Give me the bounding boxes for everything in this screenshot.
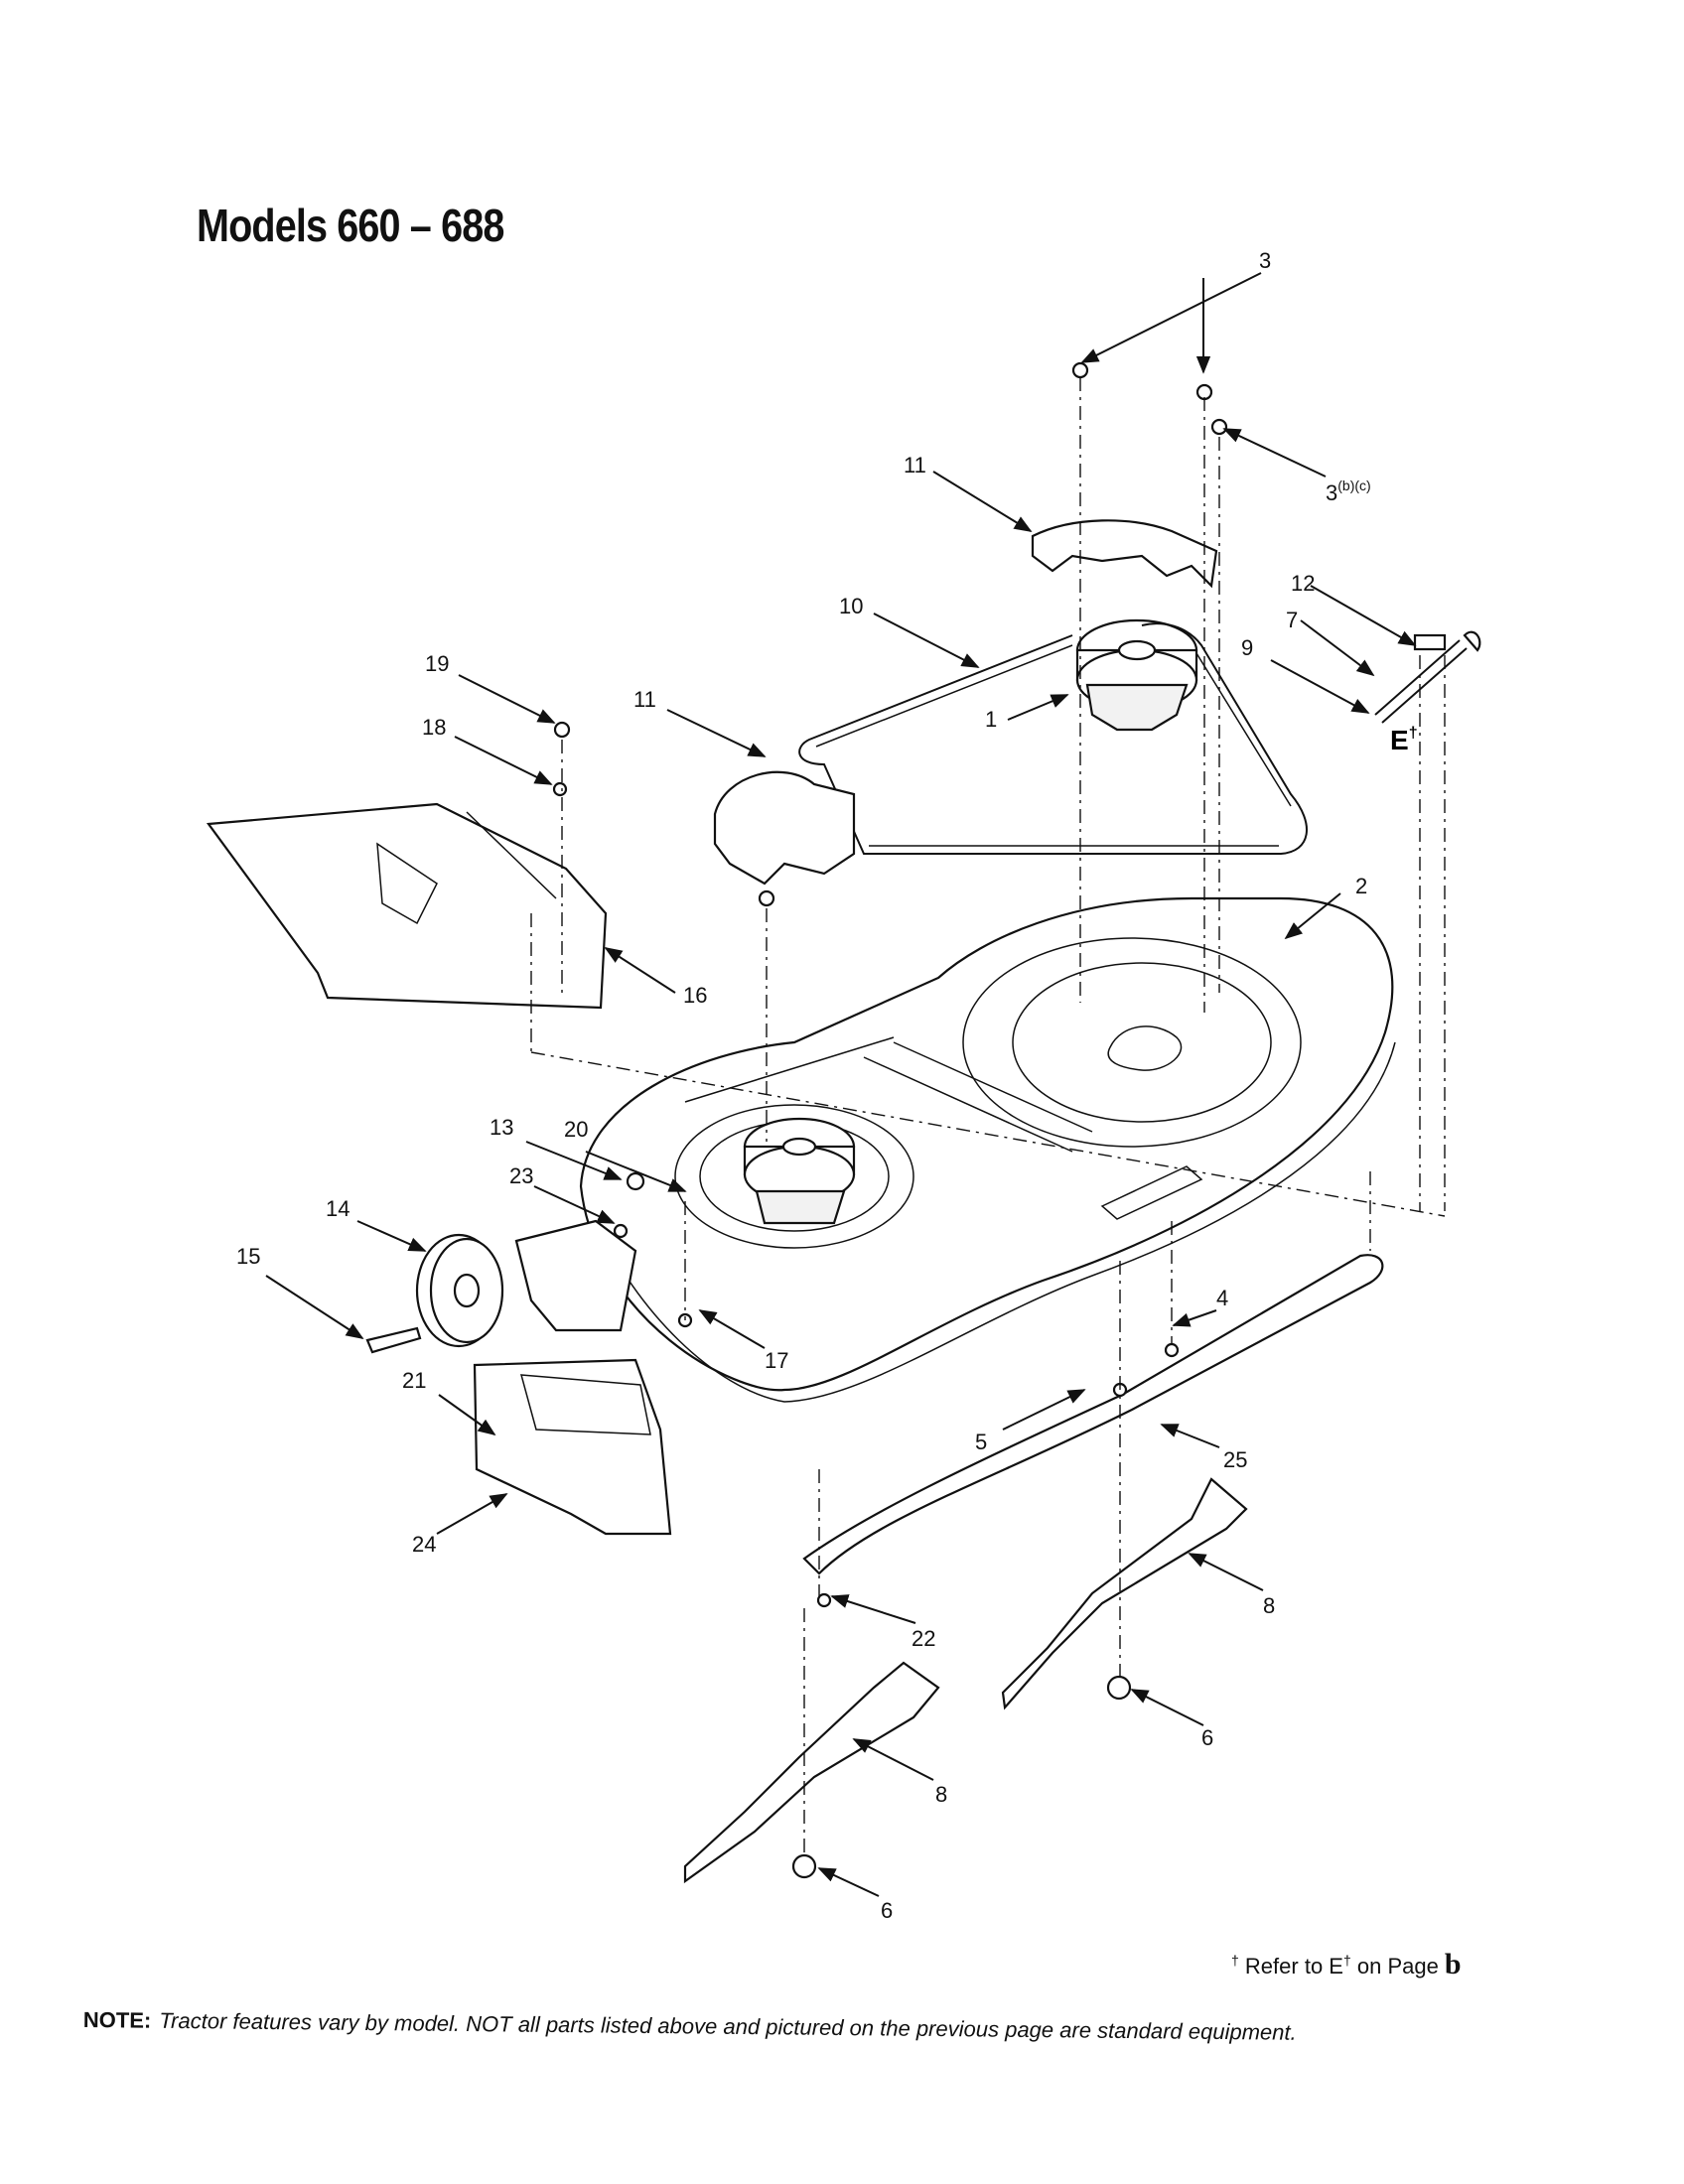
blade-left	[683, 1661, 940, 1884]
spindle-pulley-right	[1075, 618, 1198, 732]
callout-24: 24	[412, 1532, 436, 1557]
callout-22: 22	[912, 1626, 935, 1651]
callout-16: 16	[683, 983, 707, 1008]
callout-7: 7	[1286, 608, 1298, 632]
callout-12: 12	[1291, 571, 1315, 596]
callout-2: 2	[1355, 874, 1367, 898]
callout-3: 3	[1259, 248, 1271, 273]
callout-23: 23	[509, 1163, 533, 1188]
shoulder-bolt	[365, 1326, 422, 1354]
mower-deck-shell	[579, 896, 1396, 1403]
callout-20: 20	[564, 1117, 588, 1142]
e-dagger-marker: E†	[1390, 725, 1418, 755]
callout-6-left: 6	[881, 1898, 893, 1923]
callout-11-front: 11	[633, 687, 656, 712]
callout-1: 1	[985, 707, 997, 732]
callout-8-left: 8	[935, 1782, 947, 1807]
belt-cover-rear	[1031, 519, 1218, 589]
callout-15: 15	[236, 1244, 260, 1269]
leader-arrows	[265, 272, 1417, 1897]
callout-9: 9	[1241, 635, 1253, 660]
blade-baffle	[802, 1254, 1384, 1575]
callout-8-right: 8	[1263, 1593, 1275, 1618]
callout-6-right: 6	[1201, 1725, 1213, 1750]
drive-belt	[798, 622, 1308, 855]
callout-10: 10	[839, 594, 863, 618]
blade-right	[1001, 1477, 1248, 1710]
callout-14: 14	[326, 1196, 350, 1221]
alignment-lines	[530, 377, 1446, 1856]
callout-3-bc: 3(b)(c)	[1326, 478, 1371, 505]
callout-5: 5	[975, 1430, 987, 1454]
callout-13: 13	[490, 1115, 513, 1140]
spindle-pulley-left	[743, 1117, 856, 1225]
discharge-chute	[206, 802, 608, 1010]
deck-lift-rod	[1374, 630, 1481, 724]
callout-18: 18	[422, 715, 446, 740]
wheel-bracket	[514, 1219, 637, 1332]
gauge-wheel	[415, 1233, 504, 1348]
belt-cover-front	[713, 770, 856, 886]
callout-4: 4	[1216, 1286, 1228, 1310]
front-baffle	[473, 1358, 672, 1536]
callout-17: 17	[765, 1348, 788, 1373]
callout-19: 19	[425, 651, 449, 676]
page-title: Models 660 – 688	[197, 200, 504, 251]
callout-11-rear: 11	[904, 453, 926, 478]
callout-labels: 3 3(b)(c) 11 12 7 9 10 1 19 18 11 2 16 1…	[236, 248, 1418, 1923]
callout-25: 25	[1223, 1447, 1247, 1472]
callout-21: 21	[402, 1368, 426, 1393]
page-marker: b	[1444, 1948, 1462, 1980]
